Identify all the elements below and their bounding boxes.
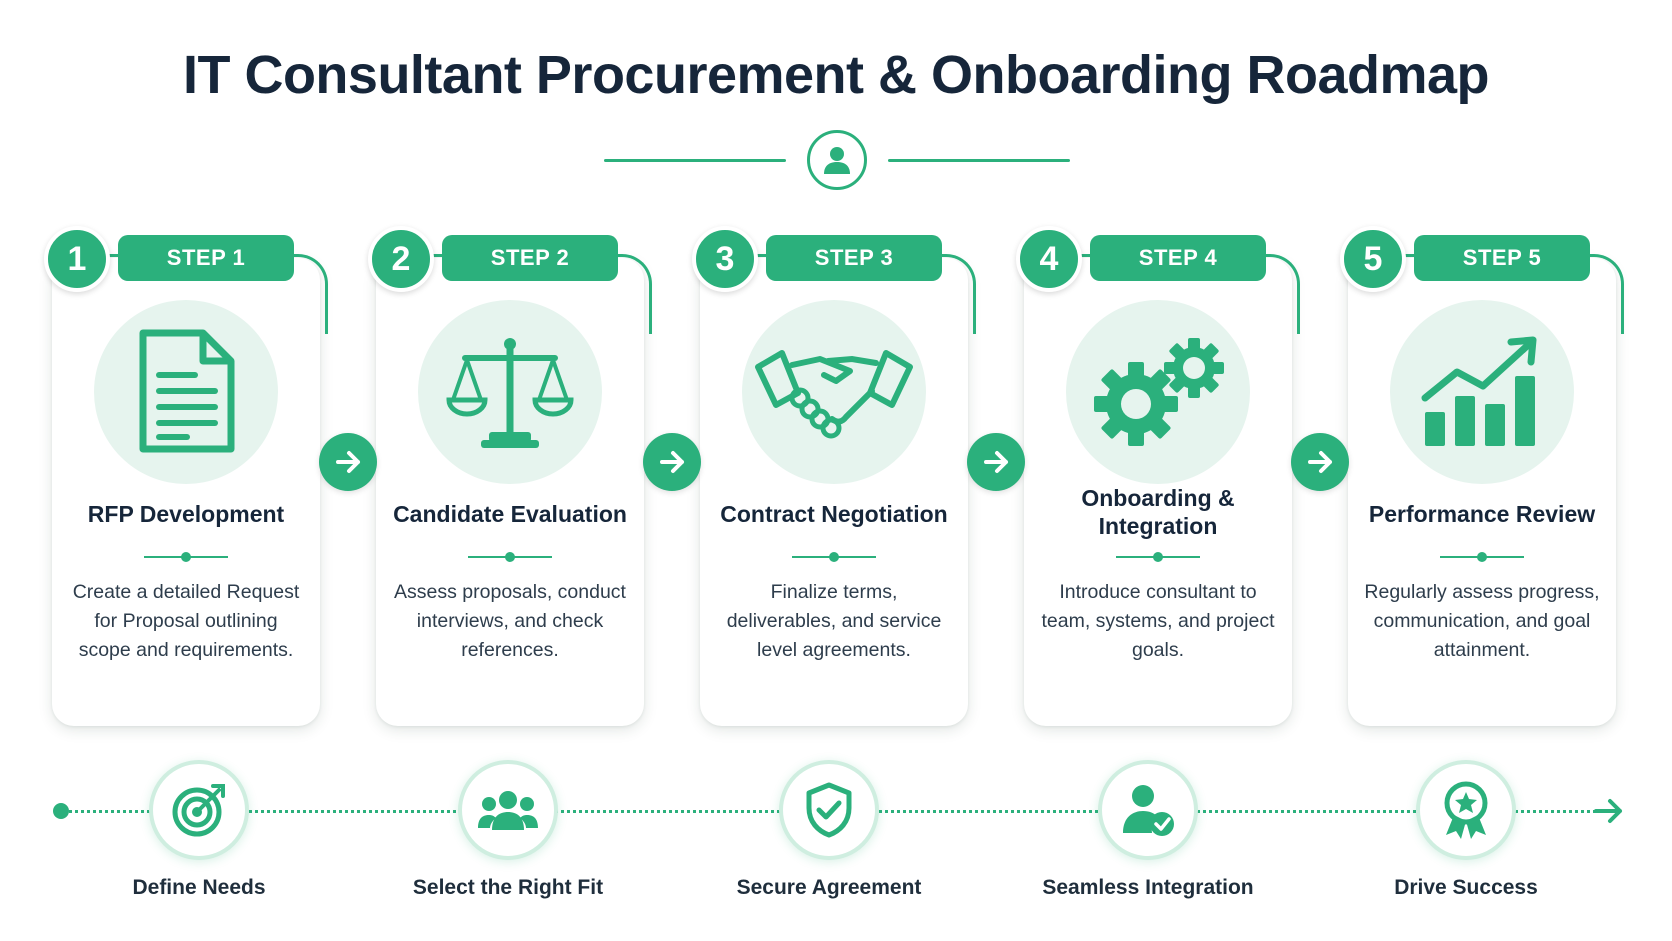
step-title: Performance Review (1368, 501, 1596, 527)
award-ribbon-icon (1416, 760, 1516, 860)
step-label-badge: STEP 1 (118, 235, 294, 281)
step-description: Finalize terms, deliverables, and servic… (726, 581, 942, 661)
shield-check-icon (779, 760, 879, 860)
title-divider-left (604, 159, 786, 162)
step-label-badge: STEP 5 (1414, 235, 1590, 281)
step-number-badge: 1 (44, 226, 110, 292)
gears-icon (1066, 300, 1250, 484)
step-description: Create a detailed Request for Proposal o… (72, 581, 300, 661)
scales-icon (418, 300, 602, 484)
page-title: IT Consultant Procurement & Onboarding R… (182, 45, 1490, 105)
handshake-icon (742, 300, 926, 484)
step-title: Onboarding & Integration (1081, 485, 1235, 539)
title-divider-right (888, 159, 1070, 162)
group-icon (458, 760, 558, 860)
person-icon (807, 130, 867, 190)
growth-chart-icon (1390, 300, 1574, 484)
step-description: Assess proposals, conduct interviews, an… (394, 581, 626, 661)
arrow-right-icon (643, 433, 701, 491)
milestone-label: Seamless Integration (1042, 876, 1254, 899)
milestone-label: Select the Right Fit (412, 876, 604, 899)
step-divider-dot (1153, 552, 1163, 562)
step-divider-dot (181, 552, 191, 562)
milestone-label: Secure Agreement (736, 876, 922, 899)
step-title: Contract Negotiation (720, 501, 948, 527)
document-icon (94, 300, 278, 484)
step-title: RFP Development (87, 501, 285, 527)
arrow-right-icon (319, 433, 377, 491)
step-label-badge: STEP 3 (766, 235, 942, 281)
step-description: Introduce consultant to team, systems, a… (1041, 581, 1275, 661)
step-label-badge: STEP 4 (1090, 235, 1266, 281)
timeline-start-dot (53, 803, 69, 819)
step-label-badge: STEP 2 (442, 235, 618, 281)
milestone-label: Define Needs (132, 876, 266, 899)
step-divider-dot (505, 552, 515, 562)
step-description: Regularly assess progress, communication… (1364, 581, 1600, 661)
step-title: Candidate Evaluation (393, 501, 627, 527)
arrow-right-icon (967, 433, 1025, 491)
step-number-badge: 5 (1340, 226, 1406, 292)
step-divider-dot (1477, 552, 1487, 562)
step-number-badge: 2 (368, 226, 434, 292)
arrow-right-icon (1291, 433, 1349, 491)
user-check-icon (1098, 760, 1198, 860)
step-number-badge: 4 (1016, 226, 1082, 292)
milestone-label: Drive Success (1394, 876, 1538, 899)
step-divider-dot (829, 552, 839, 562)
target-icon (149, 760, 249, 860)
timeline-arrow-icon (1594, 799, 1622, 823)
step-number-badge: 3 (692, 226, 758, 292)
